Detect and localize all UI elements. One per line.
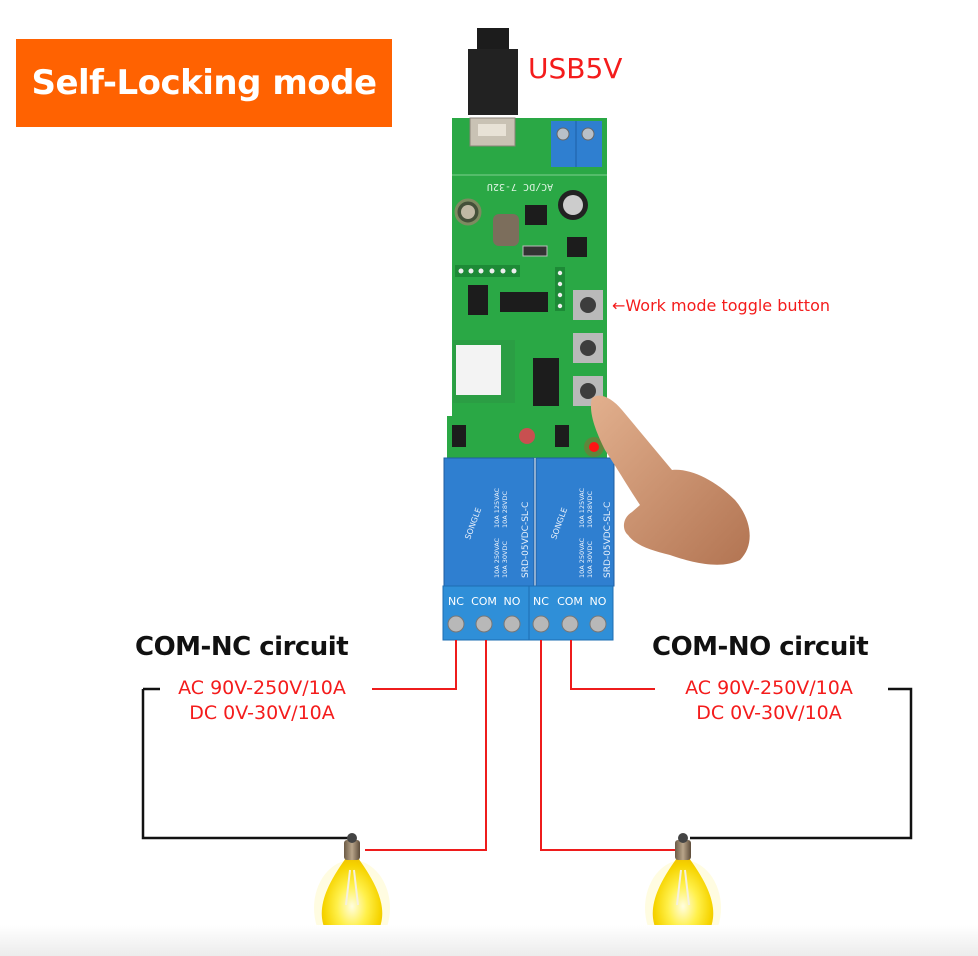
com-no-dc-rating: DC 0V-30V/10A [696,702,842,724]
wire-left-neutral [141,687,350,840]
wire-right-neutral [690,687,913,840]
terminal-2-no: NO [590,595,607,608]
toggle-button-annotation: ←Work mode toggle button [612,296,830,315]
wire-right-live [540,640,676,851]
tactile-button-2[interactable] [573,333,603,363]
mode-banner: Self-Locking mode [16,39,392,127]
relay-1-rating-0: 10A 250VAC [493,537,501,578]
bottom-fade [0,925,978,956]
hand-icon [590,395,750,565]
com-no-ac-rating: AC 90V-250V/10A [685,677,853,699]
mode-banner-label: Self-Locking mode [31,63,377,103]
wire-left-live [365,640,487,851]
terminal-2-nc: NC [533,595,549,608]
usb-power-label: USB5V [528,52,623,85]
com-nc-dc-rating: DC 0V-30V/10A [189,702,335,724]
relay-2-rating-0: 10A 250VAC [578,537,586,578]
relay-1-rating-3: 10A 28VDC [501,490,509,528]
relay-1-rating-1: 10A 125VAC [493,487,501,528]
com-nc-spec: AC 90V-250V/10A DC 0V-30V/10A [148,676,376,726]
relay-1: SRD-05VDC-SL-C 10A 250VAC 10A 30VDC 10A … [443,457,535,587]
terminal-block-2: NC COM NO [528,585,614,641]
pcb-board: AC/DC 7-32U [447,117,607,458]
com-nc-circuit-title: COM-NC circuit [135,632,349,662]
com-no-spec: AC 90V-250V/10A DC 0V-30V/10A [655,676,883,726]
terminal-2-com: COM [557,595,583,608]
terminal-1-com: COM [471,595,497,608]
terminal-1-nc: NC [448,595,464,608]
tactile-button-3[interactable] [573,376,603,406]
terminal-block-1: NC COM NO [442,585,530,641]
work-mode-toggle-button[interactable] [573,290,603,320]
com-nc-ac-rating: AC 90V-250V/10A [178,677,346,699]
relay-1-rating-2: 10A 30VDC [501,540,509,578]
power-terminal [551,121,602,167]
relay-2-rating-3: 10A 28VDC [586,490,594,528]
silkscreen-label: AC/DC 7-32U [487,181,553,192]
relay-2-rating-1: 10A 125VAC [578,487,586,528]
relay-1-model: SRD-05VDC-SL-C [521,502,531,578]
com-no-circuit-title: COM-NO circuit [652,632,869,662]
relay-2: SRD-05VDC-SL-C 10A 250VAC 10A 30VDC 10A … [535,457,615,587]
relay-2-rating-2: 10A 30VDC [586,540,594,578]
relay-2-model: SRD-05VDC-SL-C [603,502,613,578]
usb-cable-icon [468,28,518,115]
terminal-1-no: NO [504,595,521,608]
